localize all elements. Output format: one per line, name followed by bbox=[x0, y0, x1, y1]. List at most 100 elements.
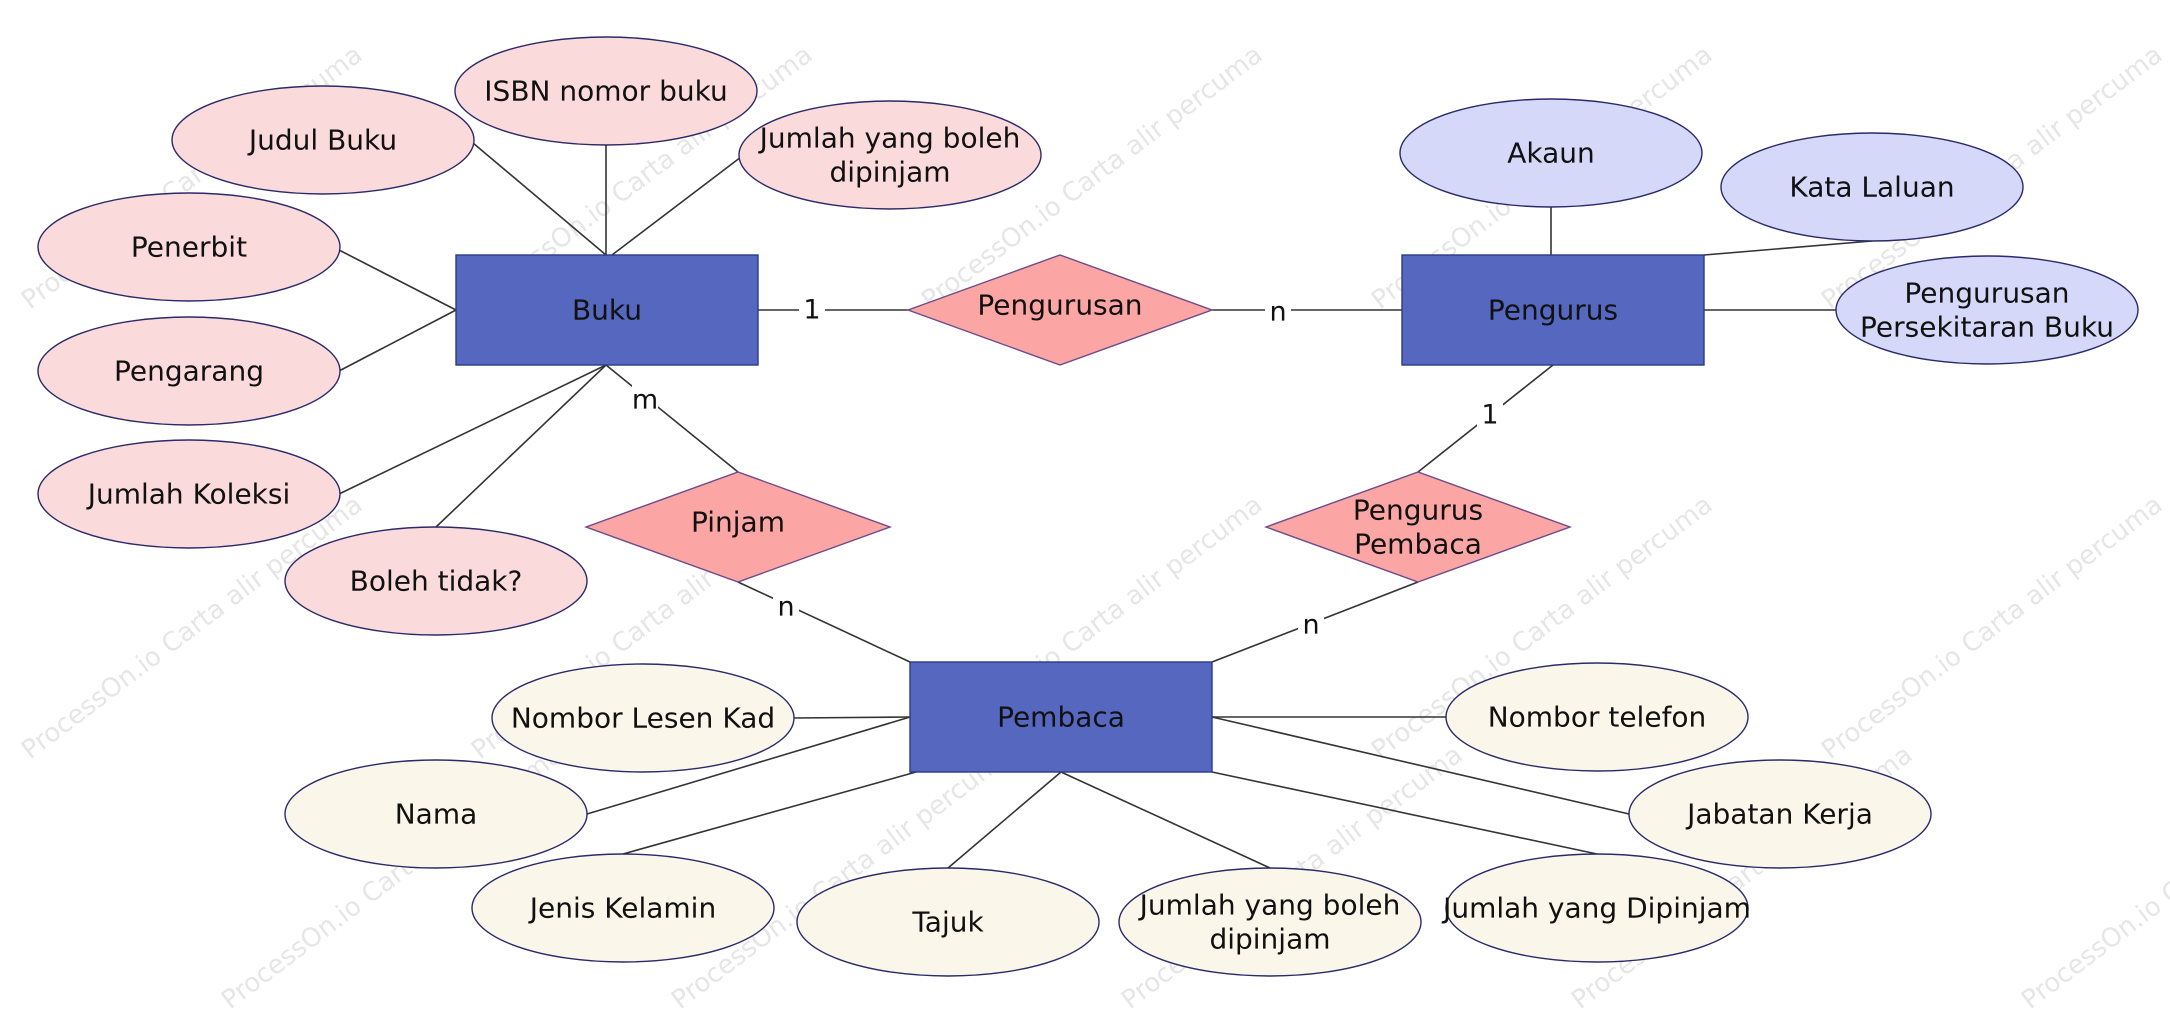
attribute-connector bbox=[1060, 771, 1271, 869]
attribute-connector bbox=[472, 142, 607, 256]
entity-rect bbox=[455, 254, 759, 366]
attribute-label: Nama bbox=[395, 798, 478, 831]
attribute-ellipse bbox=[284, 526, 588, 636]
attribute-ellipse bbox=[1720, 132, 2024, 242]
entity-label: Pengurus bbox=[1488, 294, 1618, 327]
attribute-label: Judul Buku bbox=[247, 124, 397, 157]
attribute-ellipse bbox=[1628, 759, 1932, 869]
attribute-jabatan[interactable]: Jabatan Kerja bbox=[1628, 759, 1932, 869]
cardinality-background bbox=[773, 590, 799, 624]
attribute-label: Akaun bbox=[1507, 137, 1595, 170]
cardinality-pengurus-pengurusp: 1 bbox=[1481, 400, 1498, 431]
attribute-penerbit[interactable]: Penerbit bbox=[37, 192, 341, 302]
attribute-nombor-telefon[interactable]: Nombor telefon bbox=[1445, 662, 1749, 772]
attribute-ellipse bbox=[37, 192, 341, 302]
relationship-diamond bbox=[905, 254, 1215, 366]
attribute-boleh-tidak[interactable]: Boleh tidak? bbox=[284, 526, 588, 636]
attribute-connector bbox=[611, 156, 742, 256]
attribute-connector bbox=[793, 716, 911, 719]
attribute-ellipse bbox=[471, 853, 775, 963]
attribute-connector bbox=[338, 364, 607, 495]
attribute-connector bbox=[435, 364, 607, 528]
relationship-pengurusan[interactable]: Pengurusan bbox=[905, 254, 1215, 366]
entity-label: Pembaca bbox=[997, 701, 1125, 734]
attribute-jumlah-koleksi[interactable]: Jumlah Koleksi bbox=[37, 439, 341, 549]
entity-pembaca[interactable]: Pembaca bbox=[909, 661, 1213, 773]
cardinality-buku-pinjam: m bbox=[632, 385, 658, 416]
attribute-tajuk[interactable]: Tajuk bbox=[796, 867, 1100, 977]
attribute-ellipse bbox=[1399, 98, 1703, 208]
attribute-label: Jumlah yang Dipinjam bbox=[1441, 892, 1751, 925]
connector-lines bbox=[338, 142, 1873, 869]
attribute-judul[interactable]: Judul Buku bbox=[171, 85, 475, 195]
cardinality-labels: 1 n m n 1 n bbox=[632, 295, 1499, 641]
cardinality-pengurusan-pengurus: n bbox=[1269, 297, 1286, 328]
attribute-label: Nombor Lesen Kad bbox=[511, 702, 775, 735]
attribute-akaun[interactable]: Akaun bbox=[1399, 98, 1703, 208]
cardinality-background bbox=[799, 293, 825, 327]
attribute-ellipse bbox=[171, 85, 475, 195]
attribute-ellipse bbox=[1445, 662, 1749, 772]
cardinality-pengurusp-pembaca: n bbox=[1302, 610, 1319, 641]
entity-buku[interactable]: Buku bbox=[455, 254, 759, 366]
attribute-ellipse bbox=[454, 36, 758, 146]
attribute-isbn[interactable]: ISBN nomor buku bbox=[454, 36, 758, 146]
attribute-ellipse bbox=[1835, 255, 2139, 365]
attribute-jumlah-dipinjam[interactable]: Jumlah yang Dipinjam bbox=[1441, 853, 1751, 963]
watermark-text: ProcessOn.io Carta alir percuma bbox=[1816, 490, 2168, 766]
cardinality-buku-pengurusan: 1 bbox=[803, 295, 820, 326]
cardinality-background bbox=[1477, 398, 1503, 432]
attribute-connector bbox=[1703, 240, 1873, 256]
cardinality-pinjam-pembaca: n bbox=[777, 592, 794, 623]
cardinality-background bbox=[1265, 295, 1291, 329]
attribute-label: Kata Laluan bbox=[1789, 171, 1954, 204]
attribute-pengarang[interactable]: Pengarang bbox=[37, 316, 341, 426]
relationship-label: Pengurusan bbox=[977, 289, 1142, 322]
cardinality-backgrounds bbox=[632, 293, 1503, 642]
attribute-ellipse bbox=[491, 663, 795, 773]
attribute-connector bbox=[338, 309, 457, 372]
cardinality-background bbox=[1298, 608, 1324, 642]
attribute-connector bbox=[622, 771, 917, 855]
attribute-jenis-kelamin[interactable]: Jenis Kelamin bbox=[471, 853, 775, 963]
attribute-label: Jenis Kelamin bbox=[528, 892, 716, 925]
attribute-nombor-lesen[interactable]: Nombor Lesen Kad bbox=[491, 663, 795, 773]
attribute-ellipse bbox=[284, 759, 588, 869]
attribute-kata-laluan[interactable]: Kata Laluan bbox=[1720, 132, 2024, 242]
attribute-label: ISBN nomor buku bbox=[484, 75, 727, 108]
attribute-ellipse bbox=[37, 316, 341, 426]
entity-rect bbox=[1401, 254, 1705, 366]
attribute-label: Boleh tidak? bbox=[350, 565, 523, 598]
watermark-text: ProcessOn.io Carta alir percuma bbox=[2016, 740, 2170, 1012]
relationship-connector bbox=[737, 581, 911, 663]
relationship-diamond bbox=[583, 471, 893, 583]
attribute-nama[interactable]: Nama bbox=[284, 759, 588, 869]
attribute-ellipse bbox=[738, 100, 1042, 210]
attribute-connector bbox=[1211, 716, 1630, 815]
attribute-connector bbox=[1211, 771, 1598, 855]
cardinality-background bbox=[632, 383, 658, 417]
relationship-diamond bbox=[1263, 471, 1573, 583]
entity-rect bbox=[909, 661, 1213, 773]
attribute-ellipse bbox=[37, 439, 341, 549]
attribute-label: Jumlah Koleksi bbox=[86, 478, 291, 511]
relationship-connector bbox=[605, 364, 739, 473]
attribute-connector bbox=[338, 249, 457, 311]
attribute-ellipse bbox=[1445, 853, 1749, 963]
relationship-label: Pinjam bbox=[691, 506, 785, 539]
entity-pengurus[interactable]: Pengurus bbox=[1401, 254, 1705, 366]
entity-label: Buku bbox=[572, 294, 642, 327]
relationship-pinjam[interactable]: Pinjam bbox=[583, 471, 893, 583]
attribute-label: Nombor telefon bbox=[1488, 701, 1707, 734]
